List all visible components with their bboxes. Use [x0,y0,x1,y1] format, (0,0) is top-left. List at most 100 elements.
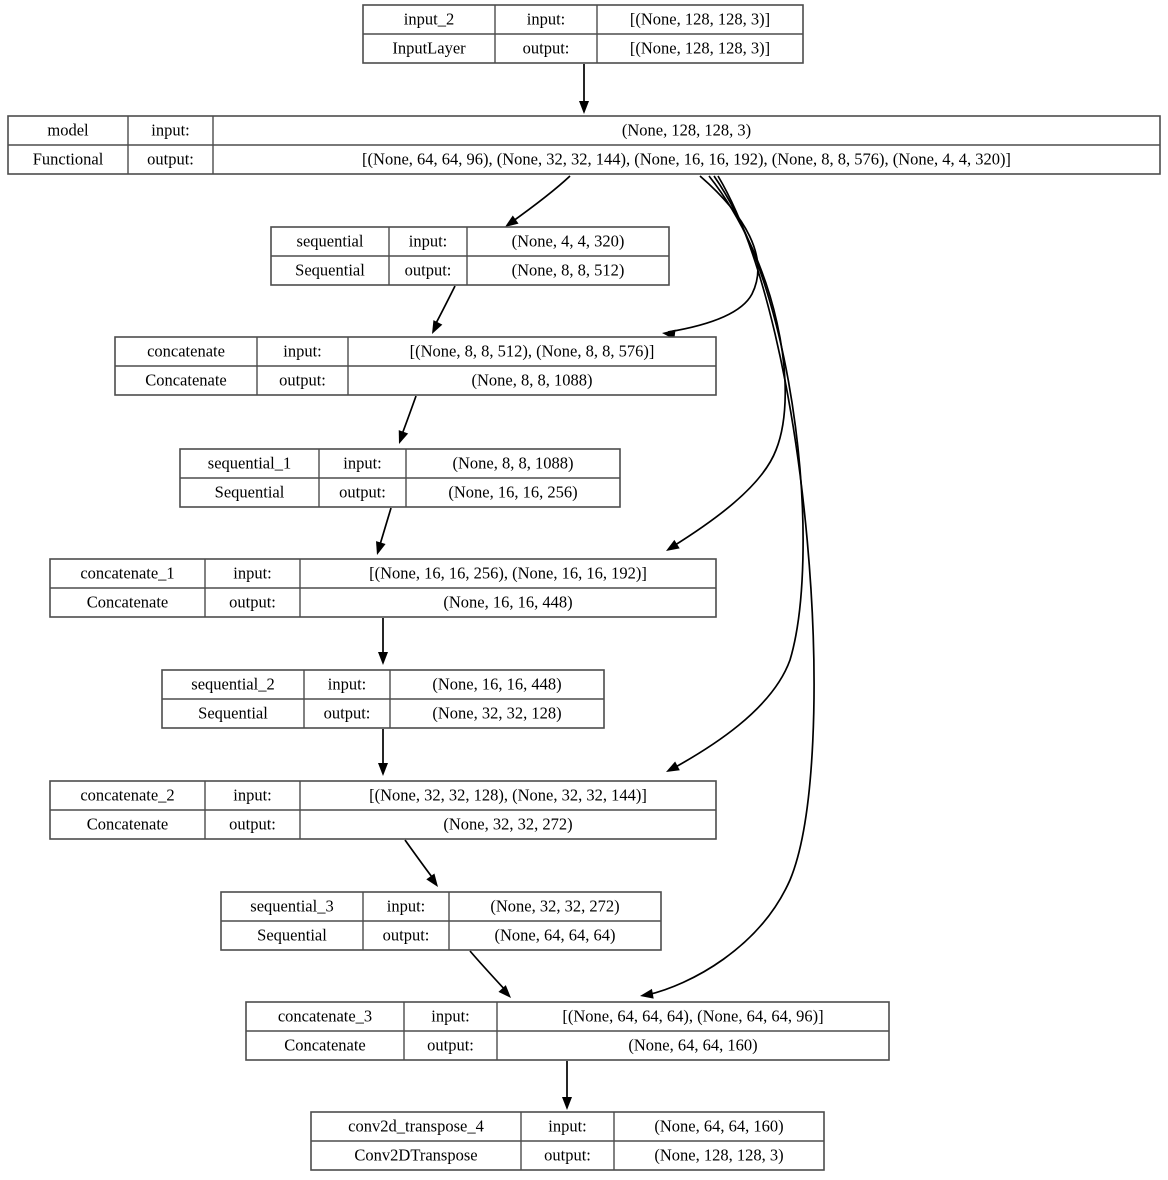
node-layer-name: sequential_2 [191,674,274,693]
node-class-name: Concatenate [87,592,169,611]
node-output-label: output: [427,1035,474,1054]
node-input-label: input: [328,674,367,693]
node-input-shape: (None, 8, 8, 1088) [453,453,574,472]
edges-layer [376,64,815,1110]
node-class-name: InputLayer [392,38,466,57]
edge-model-to-sequential [505,175,571,227]
node-output-shape: (None, 128, 128, 3) [654,1145,783,1164]
node-class-name: Conv2DTranspose [354,1145,477,1164]
edge-sequential-to-concatenate [432,285,456,334]
arrow-head-icon [426,873,438,887]
node-input-shape: [(None, 8, 8, 512), (None, 8, 8, 576)] [410,341,655,360]
node-output-shape: (None, 32, 32, 272) [443,814,572,833]
edge-concatenate_3-to-conv2d_transpose_4 [562,1061,572,1110]
node-sequential_3[interactable]: sequential_3Sequentialinput:output:(None… [220,891,662,951]
node-input-shape: (None, 128, 128, 3) [622,120,751,139]
node-concatenate[interactable]: concatenateConcatenateinput:output:[(Non… [114,336,717,396]
edge-line [433,285,456,328]
arrow-head-icon [398,430,409,444]
arrow-head-icon [579,101,589,114]
node-concatenate_3[interactable]: concatenate_3Concatenateinput:output:[(N… [245,1001,890,1061]
node-input-shape: (None, 32, 32, 272) [490,896,619,915]
node-class-name: Concatenate [145,370,227,389]
node-layer-name: concatenate_3 [278,1006,372,1025]
arrow-head-icon [378,763,388,776]
node-output-label: output: [523,38,570,57]
node-class-name: Functional [33,149,104,168]
edge-line [671,175,804,770]
node-output-shape: (None, 64, 64, 160) [628,1035,757,1054]
node-layer-name: model [47,120,89,139]
node-class-name: Sequential [198,703,268,722]
edge-line [469,950,508,993]
node-input-shape: [(None, 64, 64, 64), (None, 64, 64, 96)] [562,1006,823,1025]
node-layer-name: sequential [297,231,364,250]
arrow-head-icon [666,539,680,551]
node-class-name: Sequential [215,482,285,501]
node-output-label: output: [229,592,276,611]
edge-line [400,395,417,438]
node-class-name: Sequential [295,260,365,279]
node-output-label: output: [229,814,276,833]
arrow-head-icon [378,652,388,665]
arrow-head-icon [505,215,519,227]
node-sequential[interactable]: sequentialSequentialinput:output:(None, … [270,226,670,286]
node-output-label: output: [544,1145,591,1164]
node-input-shape: [(None, 16, 16, 256), (None, 16, 16, 192… [369,563,647,582]
edge-concatenate_2-to-sequential_3 [404,839,438,887]
edge-line [508,175,571,225]
node-concatenate_1[interactable]: concatenate_1Concatenateinput:output:[(N… [49,558,717,618]
node-input-label: input: [527,9,566,28]
node-input-shape: (None, 64, 64, 160) [654,1116,783,1135]
node-output-shape: (None, 16, 16, 256) [448,482,577,501]
edge-model-to-concatenate [662,175,759,340]
node-input-shape: (None, 4, 4, 320) [512,231,625,250]
node-layer-name: sequential_1 [208,453,291,472]
node-output-shape: (None, 16, 16, 448) [443,592,572,611]
edge-concatenate-to-sequential_1 [398,395,417,444]
edge-line [404,839,436,882]
node-input-label: input: [343,453,382,472]
arrow-head-icon [640,988,654,999]
node-output-label: output: [383,925,430,944]
node-input-shape: [(None, 128, 128, 3)] [630,9,770,28]
arrow-head-icon [666,761,680,772]
node-output-shape: [(None, 128, 128, 3)] [630,38,770,57]
node-input-label: input: [151,120,190,139]
edge-line [667,175,759,333]
node-input-shape: (None, 16, 16, 448) [432,674,561,693]
edge-input_2-to-model [579,64,589,114]
arrow-head-icon [432,320,443,334]
node-class-name: Concatenate [87,814,169,833]
arrow-head-icon [498,985,511,998]
edge-model-to-concatenate_3 [640,175,815,999]
edge-sequential_3-to-concatenate_3 [469,950,511,998]
node-output-shape: (None, 8, 8, 512) [512,260,625,279]
edge-sequential_1-to-concatenate_1 [376,507,392,555]
node-input-label: input: [548,1116,587,1135]
node-input-label: input: [283,341,322,360]
node-output-label: output: [405,260,452,279]
node-class-name: Sequential [257,925,327,944]
edge-model-to-concatenate_2 [666,175,804,772]
node-output-label: output: [147,149,194,168]
node-output-label: output: [324,703,371,722]
node-layer-name: input_2 [404,9,454,28]
node-concatenate_2[interactable]: concatenate_2Concatenateinput:output:[(N… [49,780,717,840]
node-input-label: input: [233,785,272,804]
node-layer-name: conv2d_transpose_4 [348,1116,484,1135]
edge-sequential_2-to-concatenate_2 [378,729,388,776]
arrow-head-icon [376,541,386,555]
edge-line [646,175,815,996]
node-output-shape: (None, 8, 8, 1088) [472,370,593,389]
node-output-label: output: [339,482,386,501]
node-input-shape: [(None, 32, 32, 128), (None, 32, 32, 144… [369,785,647,804]
